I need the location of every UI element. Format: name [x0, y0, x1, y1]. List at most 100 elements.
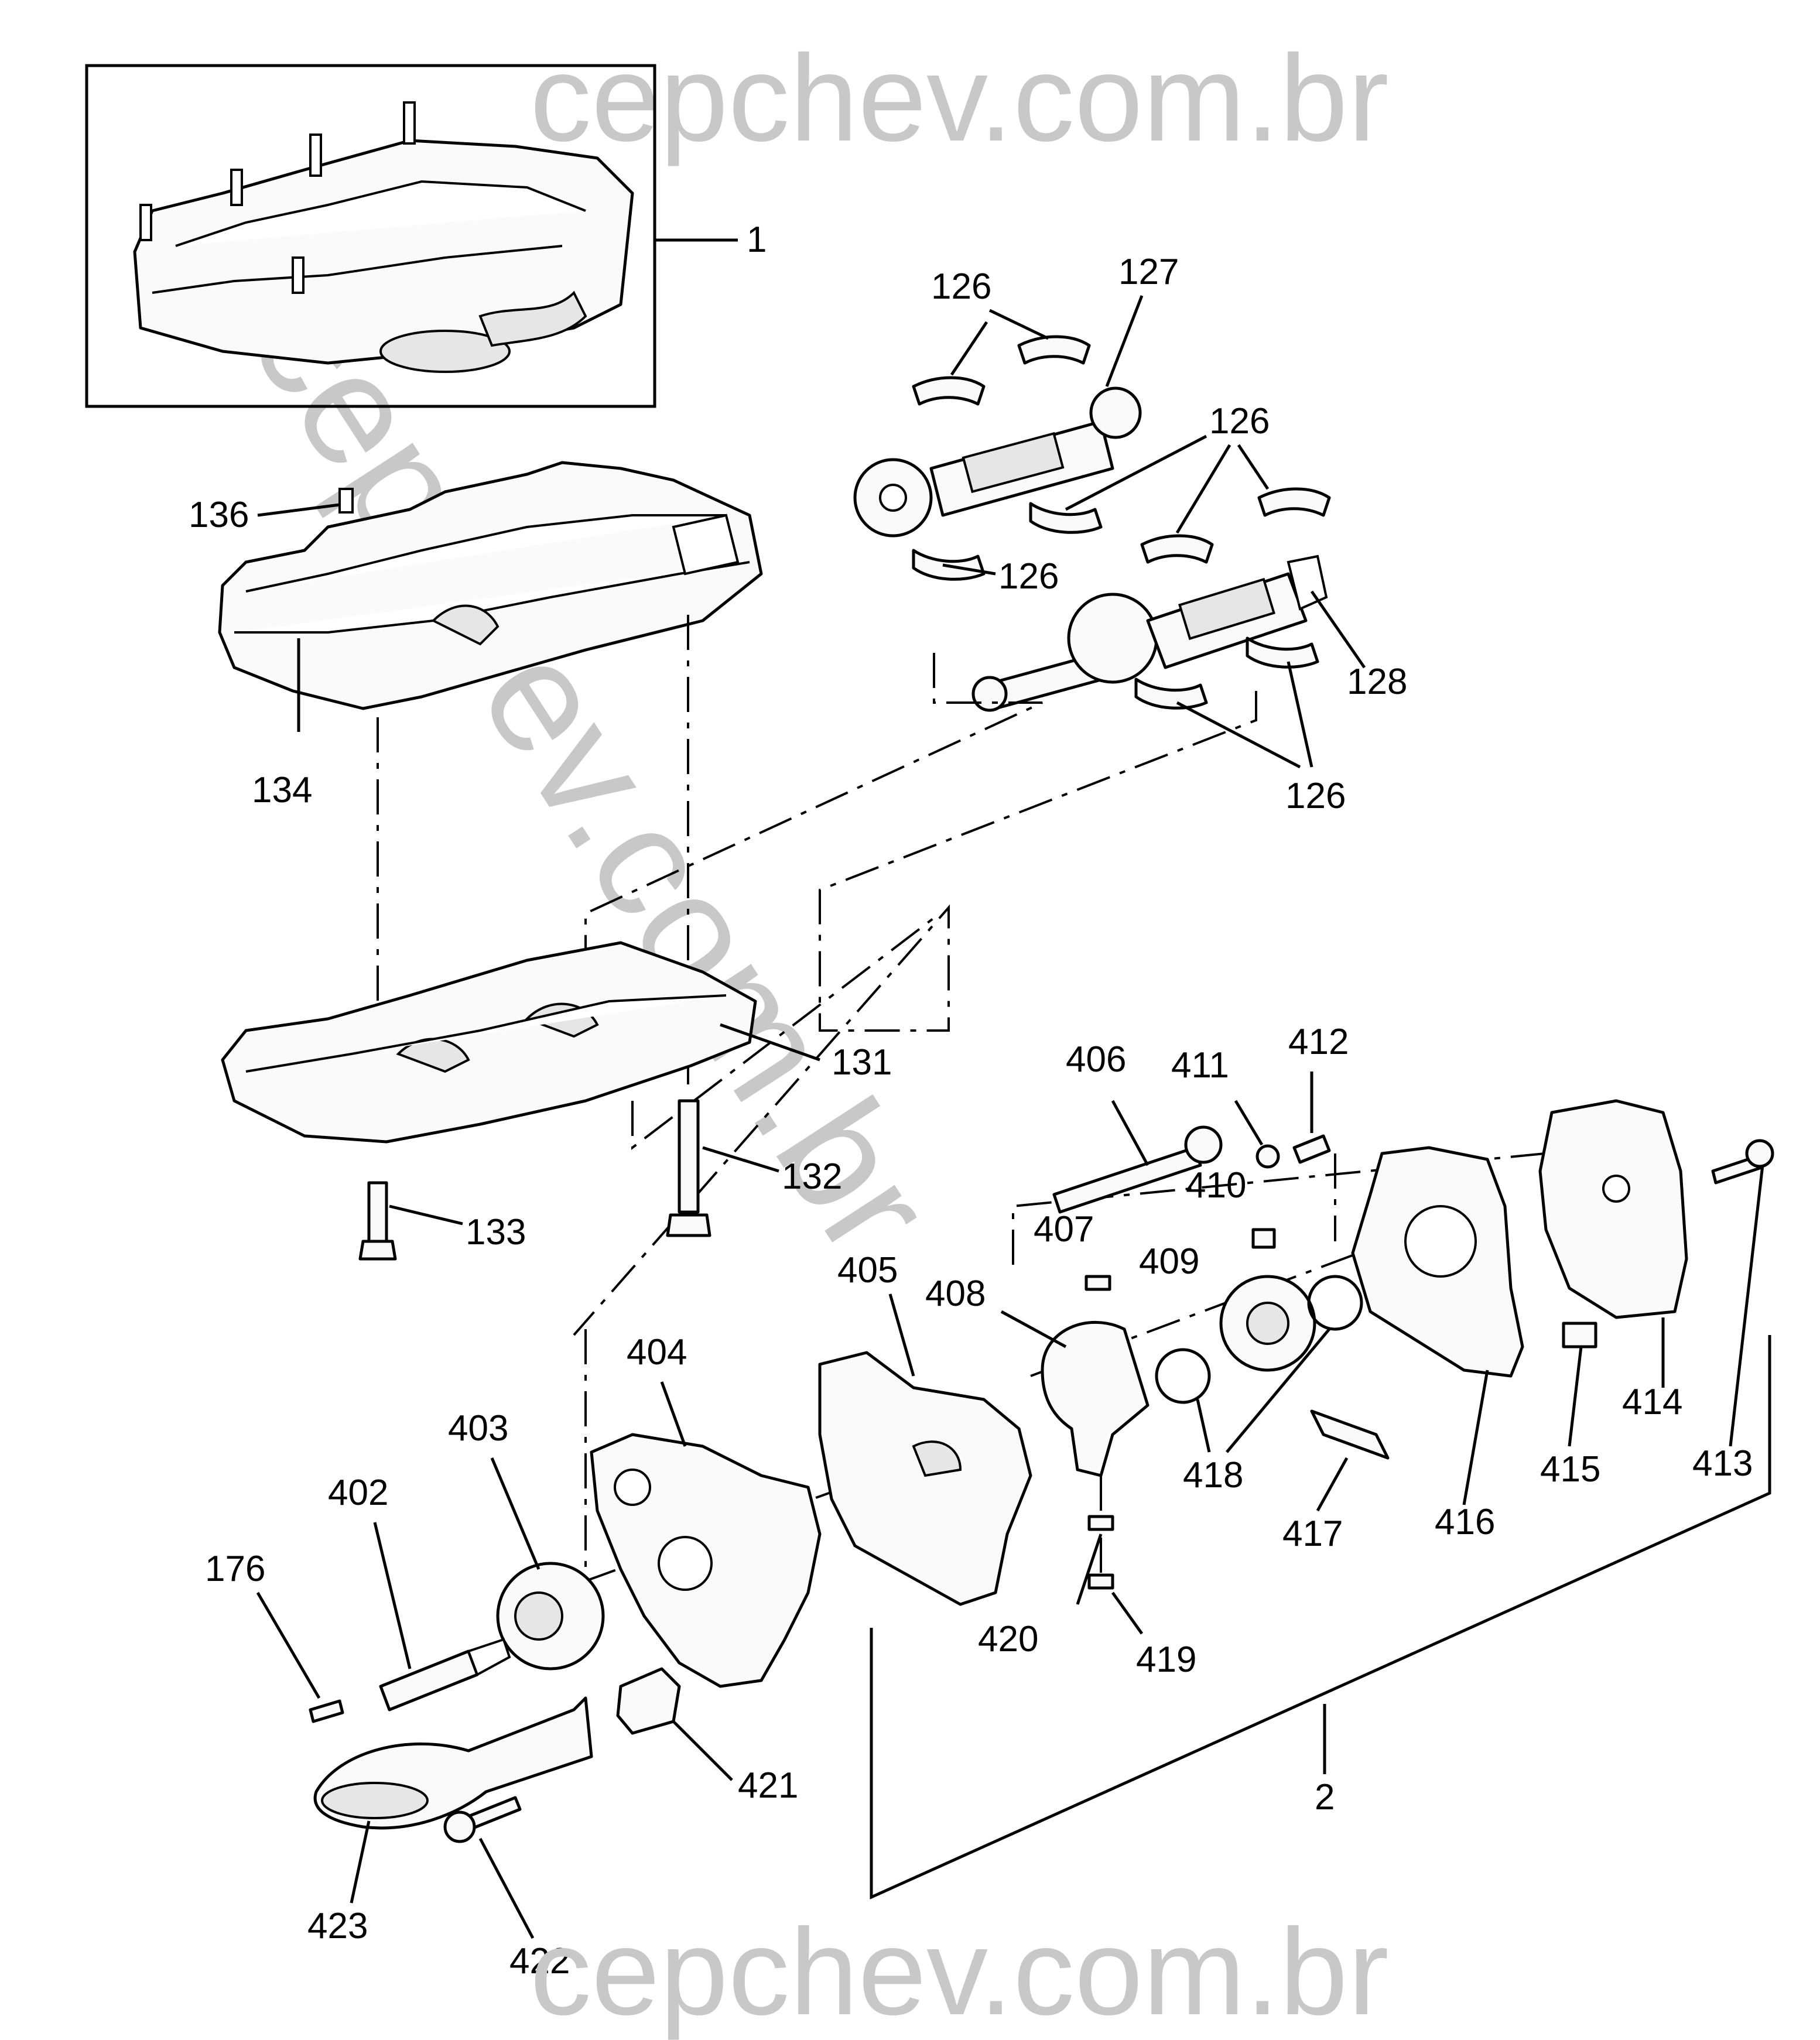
leader-127: [1105, 295, 1144, 387]
leader-126d: [1176, 701, 1301, 769]
leader-126b-3: [1237, 444, 1270, 490]
leader-418b: [1226, 1328, 1330, 1453]
leader-404: [660, 1381, 687, 1447]
bolt-406: [1052, 1125, 1223, 1214]
leader-403: [490, 1457, 540, 1570]
leader-402: [373, 1522, 412, 1669]
callout-128: 128: [1347, 662, 1407, 702]
callout-126c: 126: [998, 556, 1059, 597]
callout-407: 407: [1034, 1209, 1094, 1250]
leader-422: [478, 1837, 535, 1939]
callout-423: 423: [307, 1906, 368, 1946]
leader-415: [1568, 1346, 1583, 1447]
watermark-top: cepchev.com.br: [530, 29, 1389, 167]
callout-126a: 126: [931, 266, 991, 307]
leader-132: [702, 1146, 779, 1173]
callout-134: 134: [252, 770, 312, 810]
leader-423: [350, 1820, 371, 1904]
leader-136: [257, 503, 340, 517]
leader-421: [672, 1720, 733, 1781]
callout-421: 421: [738, 1765, 798, 1806]
callout-126b: 126: [1209, 401, 1270, 441]
callout-403: 403: [448, 1408, 508, 1449]
callout-410: 410: [1186, 1165, 1246, 1206]
callout-176: 176: [205, 1549, 265, 1589]
leader-413: [1729, 1165, 1764, 1447]
leader-126b: [1065, 434, 1207, 511]
leader-128: [1310, 590, 1366, 669]
vane-410: [1251, 1228, 1276, 1249]
leader-126b-2: [1175, 444, 1231, 534]
leader-176: [256, 1591, 321, 1699]
leader-419: [1111, 1591, 1144, 1635]
callout-136: 136: [189, 495, 249, 535]
leader-418: [1196, 1399, 1211, 1453]
callout-422: 422: [509, 1941, 570, 1981]
leader-126c: [942, 563, 996, 576]
rotor-409: [1219, 1275, 1316, 1372]
bolt-422: [443, 1796, 522, 1843]
callout-127: 127: [1118, 252, 1179, 292]
callout-133: 133: [466, 1212, 526, 1252]
callout-417: 417: [1282, 1514, 1343, 1554]
leader-406: [1111, 1100, 1150, 1166]
callout-1: 1: [747, 220, 767, 260]
oil-pickup-423: [313, 1696, 593, 1830]
pump-plate-405: [818, 1351, 1032, 1606]
leader-405: [888, 1293, 915, 1377]
pump-body-404: [590, 1433, 822, 1688]
leader-420: [1076, 1534, 1103, 1605]
callout-413: 413: [1692, 1443, 1753, 1484]
callout-419: 419: [1136, 1639, 1196, 1680]
pin-407: [1085, 1275, 1111, 1291]
callout-418: 418: [1183, 1455, 1243, 1495]
callout-420: 420: [978, 1619, 1038, 1659]
seal-418b: [1307, 1275, 1363, 1331]
callout-416: 416: [1435, 1502, 1495, 1542]
callout-2: 2: [1315, 1777, 1335, 1817]
pump-housing-416: [1351, 1146, 1524, 1378]
shaft-402: [379, 1638, 511, 1712]
leader-126a: [950, 321, 988, 376]
callout-131: 131: [832, 1042, 892, 1083]
callout-408: 408: [925, 1274, 986, 1314]
callout-132: 132: [782, 1156, 842, 1197]
balance-shaft-127: [853, 386, 1142, 538]
callout-405: 405: [837, 1250, 898, 1291]
callout-411: 411: [1171, 1045, 1229, 1086]
bolt-133: [358, 1181, 397, 1261]
slide-408: [1041, 1320, 1150, 1477]
alignment-line-g: [1012, 1141, 1664, 1265]
pin-420: [1087, 1515, 1114, 1531]
callout-402: 402: [328, 1473, 388, 1513]
pin-419: [1087, 1573, 1114, 1590]
alignment-line-b: [573, 691, 1257, 1336]
callout-404: 404: [627, 1332, 687, 1372]
assembly-inset-box: [85, 64, 656, 408]
balance-shaft-128: [971, 555, 1328, 712]
alignment-line-e: [631, 912, 941, 1151]
balance-shaft-carrier-lower: [221, 941, 757, 1144]
leader-133: [389, 1204, 463, 1226]
leader-417: [1316, 1457, 1349, 1512]
spring-412: [1292, 1134, 1331, 1164]
watermark-bottom: cepchev.com.br: [530, 1903, 1389, 2040]
balance-shaft-carrier-upper: [218, 461, 763, 710]
leader-126a-2: [988, 309, 1049, 340]
callout-126d: 126: [1285, 776, 1346, 816]
drive-gear-403: [496, 1562, 605, 1671]
leader-411: [1234, 1100, 1264, 1146]
ball-411: [1255, 1144, 1280, 1169]
callout-409: 409: [1139, 1241, 1199, 1282]
callout-412: 412: [1288, 1022, 1349, 1062]
callout-414: 414: [1622, 1382, 1682, 1422]
seal-418a: [1155, 1348, 1211, 1404]
bolt-413: [1711, 1139, 1774, 1185]
pin-176: [309, 1699, 344, 1723]
callout-406: 406: [1066, 1039, 1126, 1080]
pump-cover-414: [1538, 1099, 1688, 1319]
callout-415: 415: [1540, 1449, 1600, 1490]
leader-416: [1462, 1370, 1489, 1505]
balance-shaft-assembly-1: [133, 101, 634, 373]
